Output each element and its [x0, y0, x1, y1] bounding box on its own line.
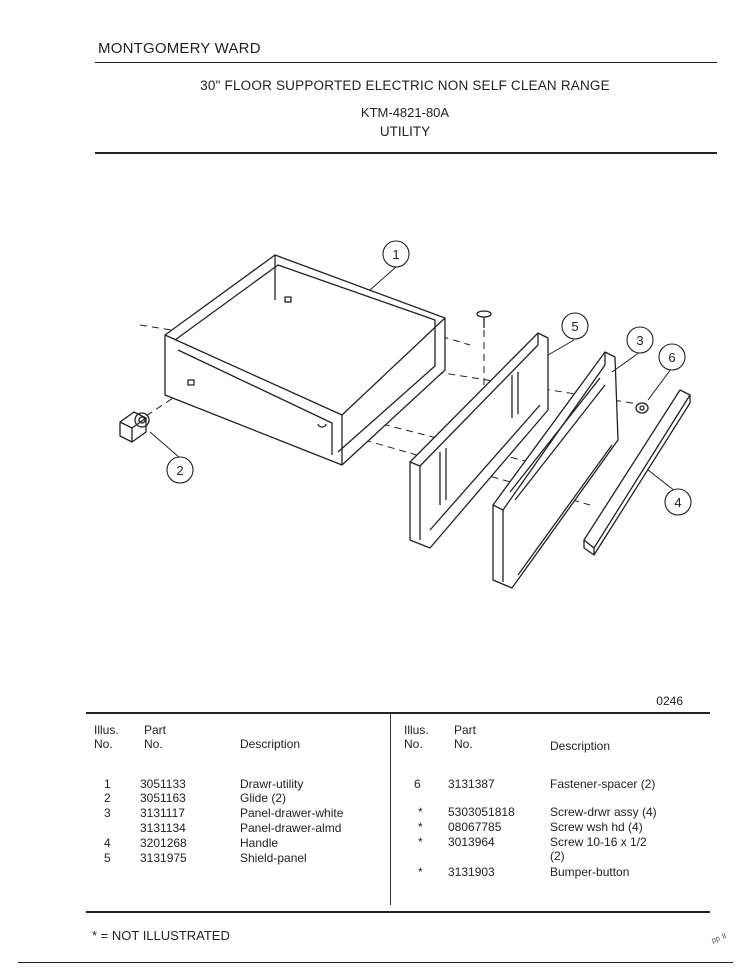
- illus-no: 4: [104, 836, 111, 850]
- part-no: 3013964: [448, 835, 495, 849]
- part-description: Bumper-button: [550, 865, 630, 879]
- handle-part: [583, 389, 691, 556]
- section-title: UTILITY: [379, 124, 431, 139]
- footnote: * = NOT ILLUSTRATED: [92, 928, 230, 943]
- illus-no: *: [418, 820, 423, 834]
- parts-table: Illus. No. Part No. Description Illus. N…: [86, 713, 710, 913]
- header-part: Part No.: [144, 723, 167, 751]
- part-no: 3131134: [140, 821, 186, 835]
- part-description: Panel-drawer-white: [240, 806, 344, 820]
- callout-1-label: 1: [392, 247, 399, 262]
- part-description: Drawr-utility: [240, 777, 304, 791]
- callout-2-label: 2: [176, 463, 183, 478]
- glide-part: [119, 411, 150, 443]
- fastener-spacer-part: [635, 402, 649, 414]
- part-description: Glide (2): [240, 791, 287, 805]
- part-description: Shield-panel: [240, 851, 307, 865]
- part-description: (2): [550, 849, 565, 863]
- exploded-parts-diagram: 1 2 3 4 5 6: [119, 240, 692, 589]
- illus-no: 2: [104, 791, 111, 805]
- part-description: Handle: [240, 836, 279, 850]
- brand-name: MONTGOMERY WARD: [98, 40, 261, 57]
- illus-no: 6: [414, 777, 421, 791]
- model-number: KTM-4821-80A: [360, 105, 450, 120]
- illus-no: *: [418, 835, 423, 849]
- callout-1: 1: [382, 240, 410, 268]
- leader-lines: [149, 266, 676, 492]
- part-no: 3051163: [140, 791, 186, 805]
- illus-no: 1: [104, 777, 111, 791]
- table-rule-bottom: [86, 911, 710, 913]
- header-description-right: Description: [550, 739, 611, 753]
- callout-4: 4: [664, 488, 692, 516]
- drawer-panel-part: [492, 351, 619, 589]
- part-no: 3131975: [140, 851, 187, 865]
- part-no: 08067785: [448, 820, 502, 834]
- part-description: Screw-drwr assy (4): [550, 805, 657, 819]
- header-rule-top: [95, 62, 717, 63]
- part-description: Screw 10-16 x 1/2: [550, 835, 647, 849]
- callout-6-label: 6: [668, 350, 675, 365]
- part-description: Fastener-spacer (2): [550, 777, 656, 791]
- callout-5: 5: [561, 312, 589, 340]
- illus-no: 5: [104, 851, 111, 865]
- callout-4-label: 4: [674, 495, 681, 510]
- table-rule-top: [86, 712, 710, 714]
- part-no: 5303051818: [448, 805, 515, 819]
- callout-2: 2: [166, 456, 194, 484]
- part-no: 3051133: [140, 777, 186, 791]
- header-illus-right: Illus. No.: [404, 723, 429, 751]
- range-title: 30" FLOOR SUPPORTED ELECTRIC NON SELF CL…: [200, 78, 610, 93]
- header-part-right: Part No.: [454, 723, 477, 751]
- part-no: 3131387: [448, 777, 495, 791]
- header-description: Description: [240, 737, 301, 751]
- illus-no: *: [418, 865, 423, 879]
- drawer-tub: [164, 254, 446, 466]
- illus-no: *: [418, 805, 423, 819]
- callout-6: 6: [658, 343, 686, 371]
- column-separator: [390, 713, 391, 905]
- part-description: Screw wsh hd (4): [550, 820, 643, 834]
- handwritten-mark: ᵖᵖ ᴵᴵ: [710, 931, 729, 949]
- illus-no: 3: [104, 806, 111, 820]
- screw-part: [476, 310, 492, 328]
- callout-5-label: 5: [571, 319, 578, 334]
- shield-panel-part: [409, 332, 549, 549]
- page-bottom-rule: [18, 962, 733, 963]
- part-description: Panel-drawer-almd: [240, 821, 342, 835]
- part-no: 3201268: [140, 836, 187, 850]
- callout-3: 3: [626, 326, 654, 354]
- callout-3-label: 3: [636, 333, 643, 348]
- part-no: 3131117: [140, 806, 185, 820]
- part-no: 3131903: [448, 865, 495, 879]
- header-rule-bottom: [95, 152, 717, 154]
- figure-code: 0246: [656, 694, 683, 708]
- header-illus: Illus. No.: [94, 723, 119, 751]
